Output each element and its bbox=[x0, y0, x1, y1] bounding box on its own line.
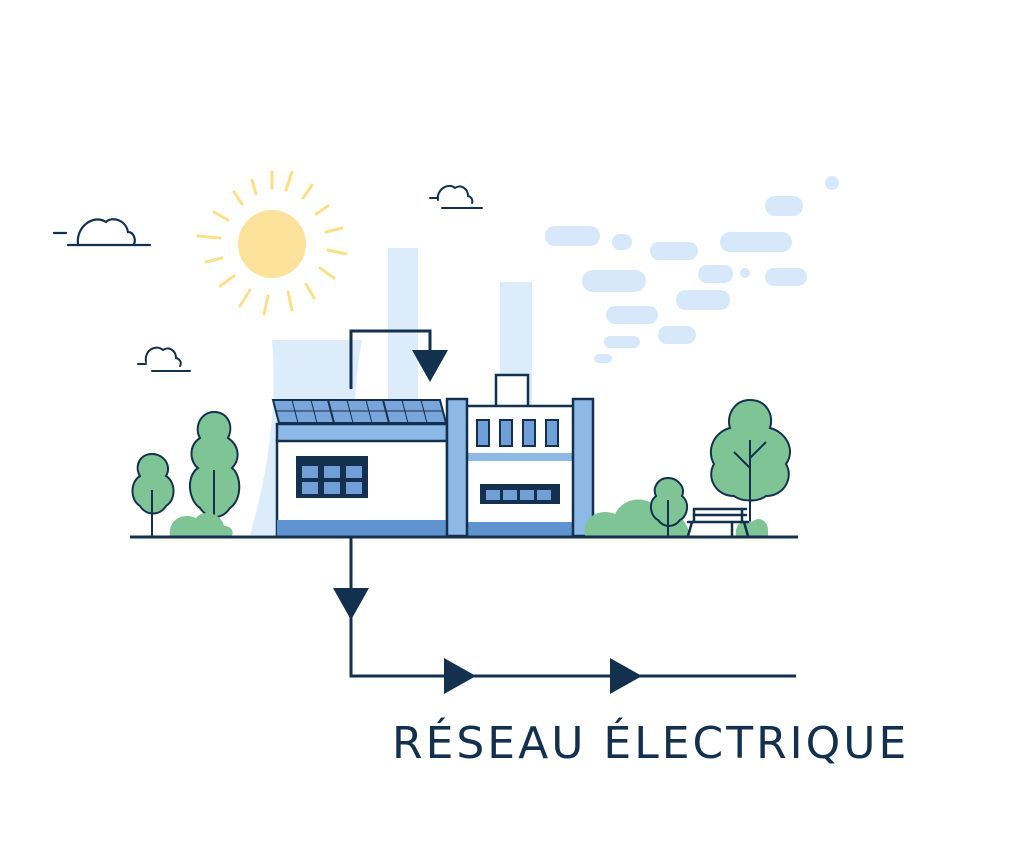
tree-icon-3 bbox=[650, 476, 688, 536]
bush-left bbox=[169, 512, 233, 536]
arrow-icon-right-1 bbox=[444, 658, 476, 694]
smoke-clouds bbox=[545, 176, 839, 363]
sun-icon bbox=[196, 170, 348, 316]
cloud-icon bbox=[52, 218, 152, 247]
arrow-icon-down bbox=[333, 588, 369, 620]
arrow-icon bbox=[412, 350, 448, 382]
left-building bbox=[275, 422, 449, 538]
cloud-icon-3 bbox=[137, 346, 191, 372]
solar-feedback-arrow bbox=[349, 329, 448, 389]
bush-right bbox=[584, 499, 690, 536]
tree-icon bbox=[131, 452, 175, 536]
grid-label: RÉSEAU ÉLECTRIQUE bbox=[392, 718, 910, 769]
solar-panel-icon bbox=[271, 399, 448, 424]
bench-icon bbox=[686, 507, 750, 538]
grid-connection bbox=[333, 538, 796, 694]
cloud-icon-2 bbox=[429, 184, 483, 209]
tree-icon-4 bbox=[709, 398, 791, 536]
factory-icon bbox=[445, 373, 595, 538]
arrow-icon-right-2 bbox=[610, 658, 642, 694]
